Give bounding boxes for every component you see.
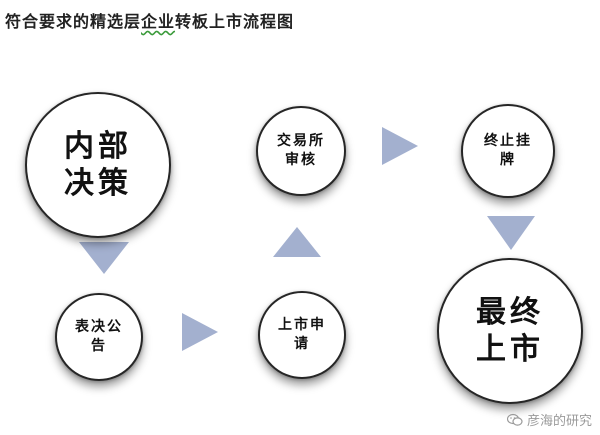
node-label: 上市申请 bbox=[277, 317, 326, 352]
title-underlined-word: 企业 bbox=[141, 12, 176, 31]
node-label: 终止挂牌 bbox=[484, 133, 532, 168]
node-label: 交易所审核 bbox=[277, 133, 325, 168]
title-prefix: 符合要求的精选层 bbox=[5, 12, 142, 31]
arrow-up bbox=[273, 227, 321, 257]
watermark: 彦海的研究 bbox=[506, 410, 592, 429]
node-delisting: 终止挂牌 bbox=[461, 104, 555, 198]
node-final-listing: 最终上市 bbox=[437, 258, 583, 404]
arrow-down-2 bbox=[487, 216, 535, 250]
node-label: 内部决策 bbox=[64, 128, 132, 202]
node-listing-application: 上市申请 bbox=[258, 291, 346, 379]
node-internal-decision: 内部决策 bbox=[25, 92, 171, 238]
arrow-right-1 bbox=[182, 313, 218, 351]
watermark-text: 彦海的研究 bbox=[526, 414, 592, 429]
diagram-title: 符合要求的精选层企业转板上市流程图 bbox=[5, 8, 294, 32]
wechat-icon bbox=[506, 413, 523, 427]
node-exchange-review: 交易所审核 bbox=[256, 106, 346, 196]
arrow-right-2 bbox=[382, 127, 418, 165]
title-suffix: 转板上市流程图 bbox=[175, 12, 295, 31]
node-resolution-announcement: 表决公告 bbox=[55, 293, 143, 381]
arrow-down-1 bbox=[79, 242, 129, 274]
node-label: 表决公告 bbox=[74, 319, 123, 354]
node-label: 最终上市 bbox=[476, 294, 544, 368]
